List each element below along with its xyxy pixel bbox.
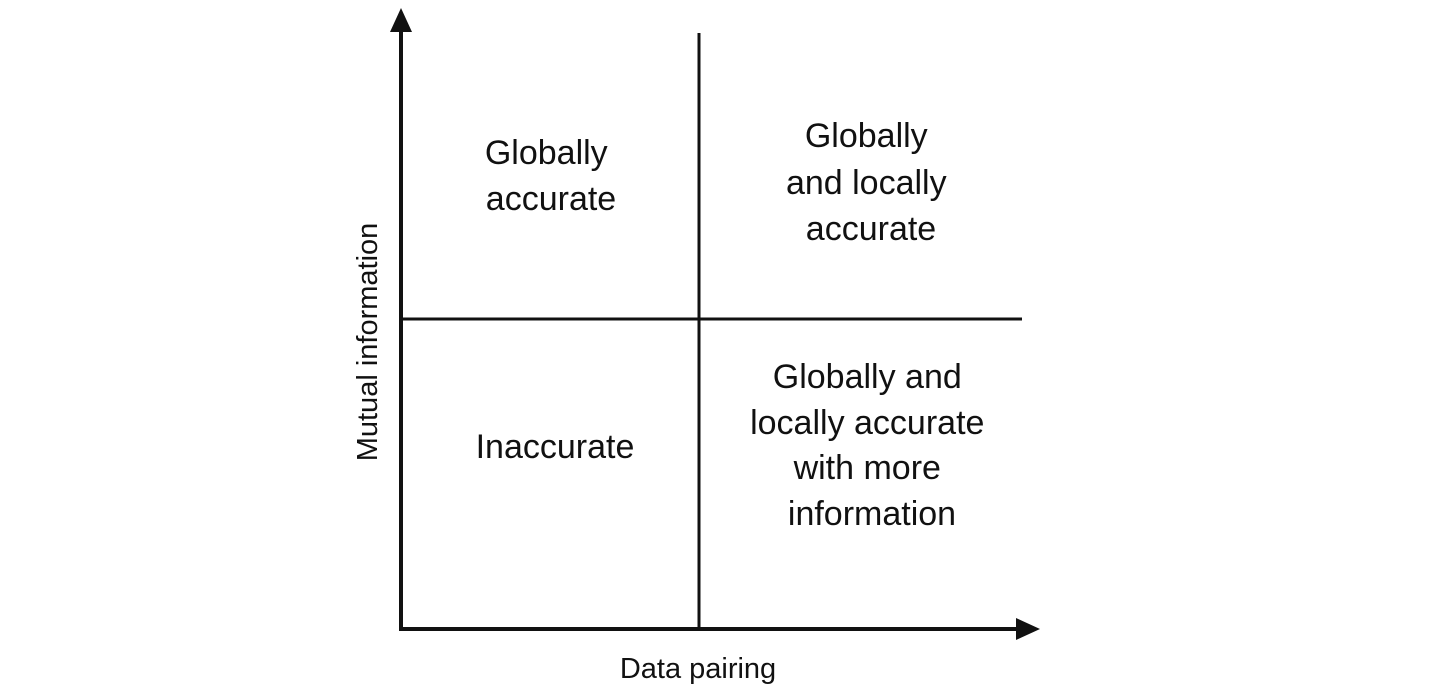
- quadrant-top-left-line: Globally: [485, 134, 608, 172]
- quadrant-top-right-line: and locally: [786, 164, 947, 202]
- quadrant-top-left-line: accurate: [486, 180, 616, 218]
- quadrant-top-right: Globally and locally accurate: [786, 117, 956, 248]
- y-axis-arrowhead: [390, 8, 412, 32]
- quadrant-top-left: Globally accurate: [485, 134, 617, 218]
- quadrant-top-right-line: accurate: [806, 210, 936, 248]
- quadrant-bottom-left-line: Inaccurate: [476, 428, 635, 466]
- quadrant-bottom-right: Globally and locally accurate with more …: [750, 358, 994, 533]
- quadrant-top-right-line: Globally: [805, 117, 928, 155]
- x-axis-arrowhead: [1016, 618, 1040, 640]
- y-axis-label: Mutual information: [352, 223, 384, 462]
- quadrant-bottom-right-line: locally accurate: [750, 404, 984, 442]
- quadrant-bottom-right-line: Globally and: [773, 358, 962, 396]
- quadrant-bottom-right-line: information: [788, 495, 956, 533]
- x-axis-label: Data pairing: [620, 653, 776, 685]
- quadrant-bottom-right-line: with more: [793, 449, 941, 487]
- quadrant-bottom-left: Inaccurate: [476, 428, 635, 466]
